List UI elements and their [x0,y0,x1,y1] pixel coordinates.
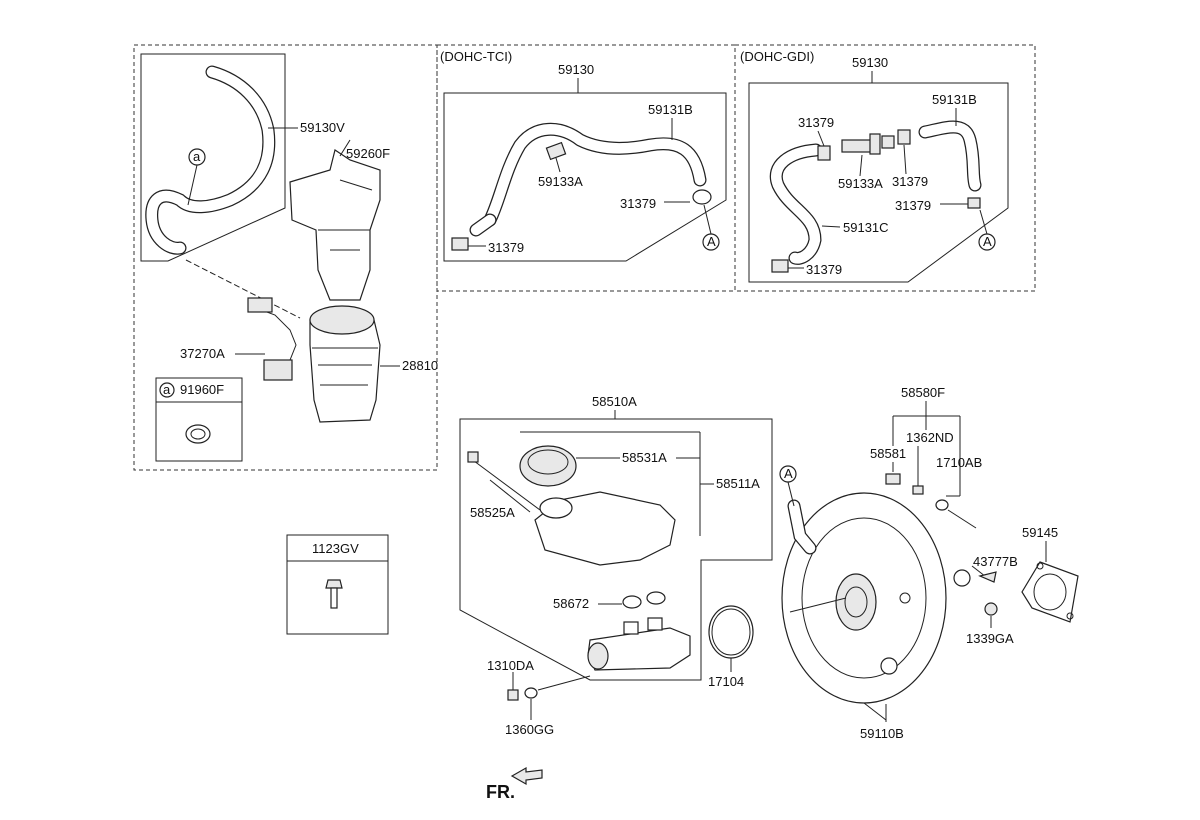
gdi-label-59131b: 59131B [932,92,977,107]
part-label-58672: 58672 [553,596,589,611]
part-label-43777b: 43777B [973,554,1018,569]
tci-label-59130: 59130 [558,62,594,77]
booster-label-a: A [784,466,793,481]
dohc-tci-group: 59130 59131B 59133A 31379 31379 A [443,62,727,262]
part-label-17104: 17104 [708,674,744,689]
tci-label-59133a: 59133A [538,174,583,189]
part-label-59130v: 59130V [300,120,345,135]
gdi-label-31379-bottom: 31379 [806,262,842,277]
dohc-gdi-label: (DOHC-GDI) [740,49,814,64]
gdi-label-a: A [983,234,992,249]
part-label-59145: 59145 [1022,525,1058,540]
part-label-1360gg: 1360GG [505,722,554,737]
gdi-label-59133a: 59133A [838,176,883,191]
gdi-label-31379-top: 31379 [798,115,834,130]
dohc-tci-label: (DOHC-TCI) [440,49,512,64]
brake-booster-group: 59110B A 58580F 58581 1362ND 1710AB 4377… [779,385,1018,741]
clamp-circle-a: a [163,382,171,397]
part-label-58511a: 58511A [716,476,760,491]
part-label-58580f: 58580F [901,385,945,400]
master-cylinder-group: 58510A 58531A 58511A 58525A 58672 [459,394,773,737]
gasket-59145-group: 59145 [1021,525,1079,623]
vacuum-pump-group: 59130V a 59260F 28810 37270A a 91960F [140,53,438,462]
part-label-28810: 28810 [402,358,438,373]
bolt-1123gv-group: 1123GV [286,534,389,635]
tci-label-a: A [707,234,716,249]
dohc-gdi-group: 59130 59131B 31379 59133A 31379 31379 59… [748,55,1009,283]
gdi-label-31379-right: 31379 [895,198,931,213]
circle-a-label: a [193,149,201,164]
part-label-58525a: 58525A [470,505,515,520]
part-label-58581: 58581 [870,446,906,461]
part-label-59110b: 59110B [860,726,904,741]
part-label-91960f: 91960F [180,382,224,397]
part-label-1123gv: 1123GV [312,541,359,556]
tci-label-59131b: 59131B [648,102,693,117]
part-label-58510a: 58510A [592,394,637,409]
dohc-gdi-section-box [734,44,1036,292]
front-direction-indicator: FR. [486,766,543,802]
tci-label-31379-right: 31379 [620,196,656,211]
fr-label: FR. [486,782,515,802]
part-label-58531a: 58531A [622,450,667,465]
tci-label-31379-left: 31379 [488,240,524,255]
part-label-1710ab: 1710AB [936,455,982,470]
gdi-label-59131c: 59131C [843,220,889,235]
gdi-label-31379-mid: 31379 [892,174,928,189]
part-label-1362nd: 1362ND [906,430,954,445]
gdi-label-59130: 59130 [852,55,888,70]
part-label-59260f: 59260F [346,146,390,161]
part-label-1310da: 1310DA [487,658,534,673]
part-label-1339ga: 1339GA [966,631,1014,646]
part-label-37270a: 37270A [180,346,225,361]
